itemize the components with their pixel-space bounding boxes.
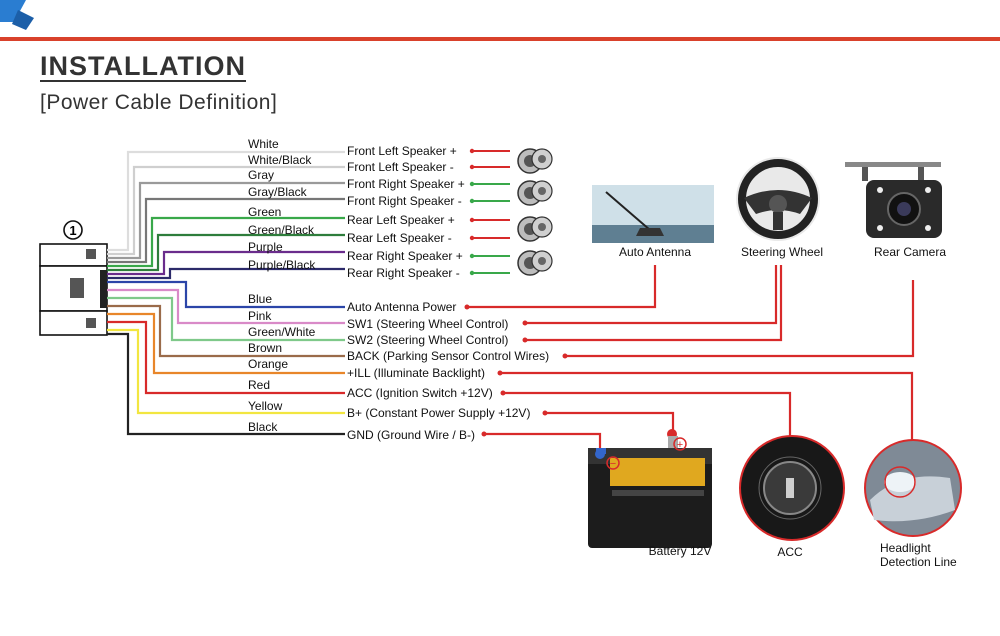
wire-color-label: Green	[248, 205, 281, 219]
wire-function-label: Rear Left Speaker +	[347, 213, 455, 227]
wire-black	[107, 332, 345, 436]
wire-color-label: Yellow	[248, 399, 283, 413]
connection-end-dots	[464, 304, 568, 437]
headlight-label-line2: Detection Line	[880, 555, 957, 569]
wire-color-label: Purple/Black	[248, 258, 316, 272]
wire-blue	[107, 280, 345, 309]
wire-function-label: BACK (Parking Sensor Control Wires)	[347, 349, 549, 363]
wire-function-label: ACC (Ignition Switch +12V)	[347, 386, 493, 400]
steering-wheel-image	[736, 157, 820, 241]
harness-connector: 1	[39, 220, 108, 336]
logo-icon	[0, 0, 34, 30]
acc-ignition-image	[739, 435, 845, 541]
connector-number: 1	[69, 223, 76, 238]
wire-brown	[107, 304, 345, 358]
wire-function-label: Front Right Speaker +	[347, 177, 465, 191]
wire-function-label: Front Right Speaker -	[347, 194, 462, 208]
speaker-lead-dot	[469, 235, 475, 241]
headlight-image	[864, 439, 962, 537]
wire-color-label: Blue	[248, 292, 272, 306]
speaker-icon	[517, 250, 553, 276]
battery-plus-sign: +	[677, 439, 683, 451]
wire-color-label: Black	[248, 420, 278, 434]
wire-color-label: Gray/Black	[248, 185, 308, 199]
wire-color-label: Pink	[248, 309, 272, 323]
wire-color-label: White/Black	[248, 153, 312, 167]
wire-purple	[107, 250, 345, 276]
wire-green	[107, 216, 345, 268]
wire-pink	[107, 288, 345, 325]
wire-purple-black	[107, 267, 345, 280]
wire-function-label: +ILL (Illuminate Backlight)	[347, 366, 485, 380]
top-accent-bar	[0, 37, 1000, 41]
page-subtitle: [Power Cable Definition]	[40, 91, 277, 114]
wire-color-label: Green/Black	[248, 223, 315, 237]
wire-yellow	[107, 328, 345, 415]
wire-color-label: Purple	[248, 240, 283, 254]
wire-function-label: Rear Right Speaker +	[347, 249, 463, 263]
wire-orange	[107, 312, 345, 375]
wire-gray-black	[107, 197, 345, 264]
steering-wheel-label: Steering Wheel	[741, 245, 823, 259]
wire-function-label: SW1 (Steering Wheel Control)	[347, 317, 508, 331]
wire-color-label: Gray	[248, 168, 274, 182]
wire-function-label: Rear Right Speaker -	[347, 266, 460, 280]
battery-label: Battery 12V	[649, 544, 712, 558]
wire-function-label: Front Left Speaker -	[347, 160, 454, 174]
wire-green-black	[107, 233, 345, 272]
wire-function-label: B+ (Constant Power Supply +12V)	[347, 406, 530, 420]
headlight-label-line1: Headlight	[880, 541, 931, 555]
speaker-lead-dot	[469, 270, 475, 276]
wire-color-label: Red	[248, 378, 270, 392]
wire-green-white	[107, 296, 345, 342]
wire-color-label: Green/White	[248, 325, 316, 339]
wire-white	[107, 150, 345, 252]
wire-bundle	[107, 150, 345, 436]
speaker-group	[469, 148, 553, 276]
wire-function-label: Front Left Speaker +	[347, 144, 457, 158]
wire-color-label: White	[248, 137, 279, 151]
wire-white-black	[107, 165, 345, 256]
speaker-icon	[517, 148, 553, 174]
speaker-lead-dot	[469, 253, 475, 259]
auto-antenna-image	[592, 185, 714, 243]
wire-function-label: Rear Left Speaker -	[347, 231, 452, 245]
wire-color-label: Brown	[248, 341, 282, 355]
speaker-lead-dot	[469, 181, 475, 187]
title-underline	[40, 80, 246, 82]
speaker-icon	[517, 180, 553, 206]
wire-color-label: Orange	[248, 357, 288, 371]
wire-gray	[107, 181, 345, 260]
page-title: INSTALLATION	[40, 51, 246, 81]
rear-camera-image	[845, 162, 942, 238]
battery-minus-sign: −	[610, 458, 616, 470]
speaker-lead-dot	[469, 148, 475, 154]
wire-function-label: GND (Ground Wire / B-)	[347, 428, 475, 442]
wire-function-label: Auto Antenna Power	[347, 300, 456, 314]
speaker-lead-dot	[469, 164, 475, 170]
battery-image	[588, 429, 712, 548]
wire-function-label: SW2 (Steering Wheel Control)	[347, 333, 508, 347]
speaker-icon	[517, 216, 553, 242]
auto-antenna-label: Auto Antenna	[619, 245, 691, 259]
rear-camera-label: Rear Camera	[874, 245, 946, 259]
speaker-lead-dot	[469, 217, 475, 223]
wire-red	[107, 320, 345, 395]
acc-label: ACC	[777, 545, 803, 559]
speaker-lead-dot	[469, 198, 475, 204]
